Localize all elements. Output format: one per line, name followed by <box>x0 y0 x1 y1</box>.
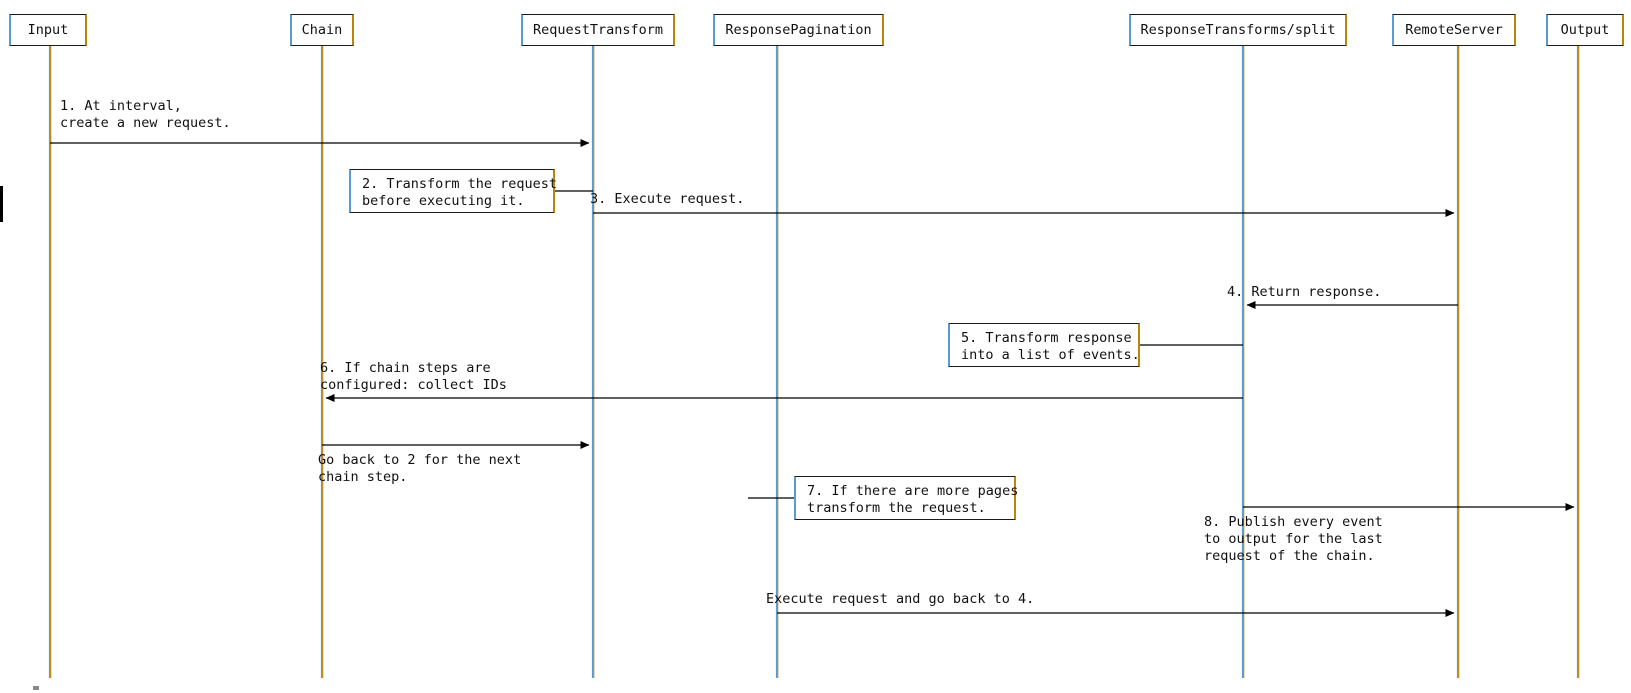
message-label-m1: 1. At interval, create a new request. <box>60 98 231 131</box>
message-arrows-group <box>50 139 1575 617</box>
participant-label: RequestTransform <box>532 22 664 38</box>
note-connectors-group <box>555 190 1243 499</box>
participant-label: ResponsePagination <box>725 22 872 38</box>
viewport-corner-tick <box>33 686 39 690</box>
participant-input: Input <box>9 14 87 46</box>
lifelines-group <box>48 46 1580 678</box>
message-label-m4: 4. Return response. <box>1227 284 1382 300</box>
participant-label: Output <box>1560 22 1610 38</box>
message-label-m6b: Go back to 2 for the next chain step. <box>318 452 522 485</box>
participant-respPage: ResponsePagination <box>713 14 884 46</box>
message-label-m9: Execute request and go back to 4. <box>766 591 1035 607</box>
participant-reqxform: RequestTransform <box>521 14 675 46</box>
participant-label: Chain <box>301 22 343 38</box>
message-label-m8: 8. Publish every event to output for the… <box>1204 514 1383 564</box>
lifeline-remote <box>1456 46 1460 678</box>
participant-chain: Chain <box>290 14 354 46</box>
participant-label: Input <box>27 22 69 38</box>
lifeline-input <box>48 46 52 678</box>
participant-label: RemoteServer <box>1405 22 1503 38</box>
participant-label: ResponseTransforms/split <box>1140 22 1336 38</box>
participant-remote: RemoteServer <box>1392 14 1516 46</box>
lifeline-reqxform <box>591 46 595 678</box>
viewport-edge-bar <box>0 186 3 222</box>
lifeline-output <box>1576 46 1580 678</box>
lifeline-respXform <box>1241 46 1245 678</box>
note-n5: 5. Transform response into a list of eve… <box>948 323 1140 367</box>
lifeline-chain <box>320 46 324 678</box>
note-n7: 7. If there are more pages transform the… <box>794 476 1018 520</box>
participant-respXform: ResponseTransforms/split <box>1129 14 1347 46</box>
lifeline-respPage <box>775 46 779 678</box>
participant-output: Output <box>1546 14 1624 46</box>
note-n2: 2. Transform the request before executin… <box>349 169 557 213</box>
message-label-m3: 3. Execute request. <box>590 191 745 207</box>
message-label-m6: 6. If chain steps are configured: collec… <box>320 360 507 393</box>
